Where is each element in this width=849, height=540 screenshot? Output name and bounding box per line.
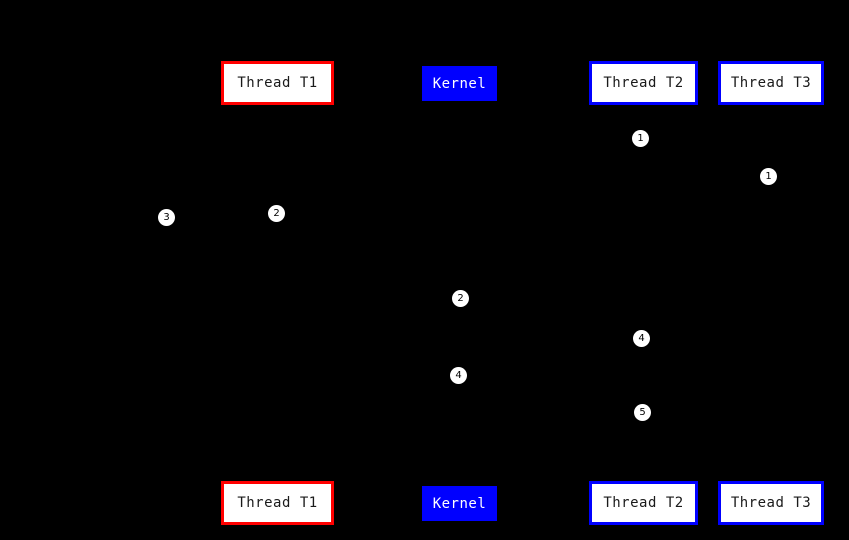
- participant-box-kernel-top[interactable]: Kernel: [422, 66, 497, 101]
- participant-label-thread-t2-bottom: Thread T2: [603, 495, 684, 511]
- step-badge-t2-5: 5: [634, 404, 651, 421]
- step-badge-number: 1: [637, 132, 644, 144]
- participant-label-thread-t1-top: Thread T1: [237, 75, 318, 91]
- step-badge-number: 3: [163, 211, 170, 223]
- participant-box-thread-t1-top[interactable]: Thread T1: [221, 61, 334, 105]
- participant-box-thread-t2-top[interactable]: Thread T2: [589, 61, 698, 105]
- step-badge-t1-2: 2: [268, 205, 285, 222]
- step-badge-number: 4: [638, 332, 645, 344]
- lifeline-thread-t2: [643, 105, 644, 481]
- lifeline-thread-t3: [771, 105, 772, 481]
- step-badge-number: 5: [639, 406, 646, 418]
- step-badge-number: 1: [765, 170, 772, 182]
- participant-box-thread-t2-bottom[interactable]: Thread T2: [589, 481, 698, 525]
- participant-label-thread-t1-bottom: Thread T1: [237, 495, 318, 511]
- participant-box-thread-t1-bottom[interactable]: Thread T1: [221, 481, 334, 525]
- participant-box-thread-t3-bottom[interactable]: Thread T3: [718, 481, 824, 525]
- participant-label-thread-t3-top: Thread T3: [730, 75, 812, 91]
- participant-box-kernel-bottom[interactable]: Kernel: [422, 486, 497, 521]
- step-badge-t3-1: 1: [760, 168, 777, 185]
- participant-label-kernel-bottom: Kernel: [432, 495, 487, 512]
- step-badge-number: 2: [457, 292, 464, 304]
- lifeline-thread-t1: [277, 105, 278, 481]
- step-badge-kernel-2: 2: [452, 290, 469, 307]
- participant-label-kernel-top: Kernel: [432, 75, 487, 92]
- step-badge-t2-1: 1: [632, 130, 649, 147]
- participant-label-thread-t2-top: Thread T2: [603, 75, 684, 91]
- step-badge-number: 2: [273, 207, 280, 219]
- participant-box-thread-t3-top[interactable]: Thread T3: [718, 61, 824, 105]
- participant-label-thread-t3-bottom: Thread T3: [730, 495, 812, 511]
- step-badge-t1-3: 3: [158, 209, 175, 226]
- step-badge-number: 4: [455, 369, 462, 381]
- step-badge-kernel-4: 4: [450, 367, 467, 384]
- step-badge-t2-4: 4: [633, 330, 650, 347]
